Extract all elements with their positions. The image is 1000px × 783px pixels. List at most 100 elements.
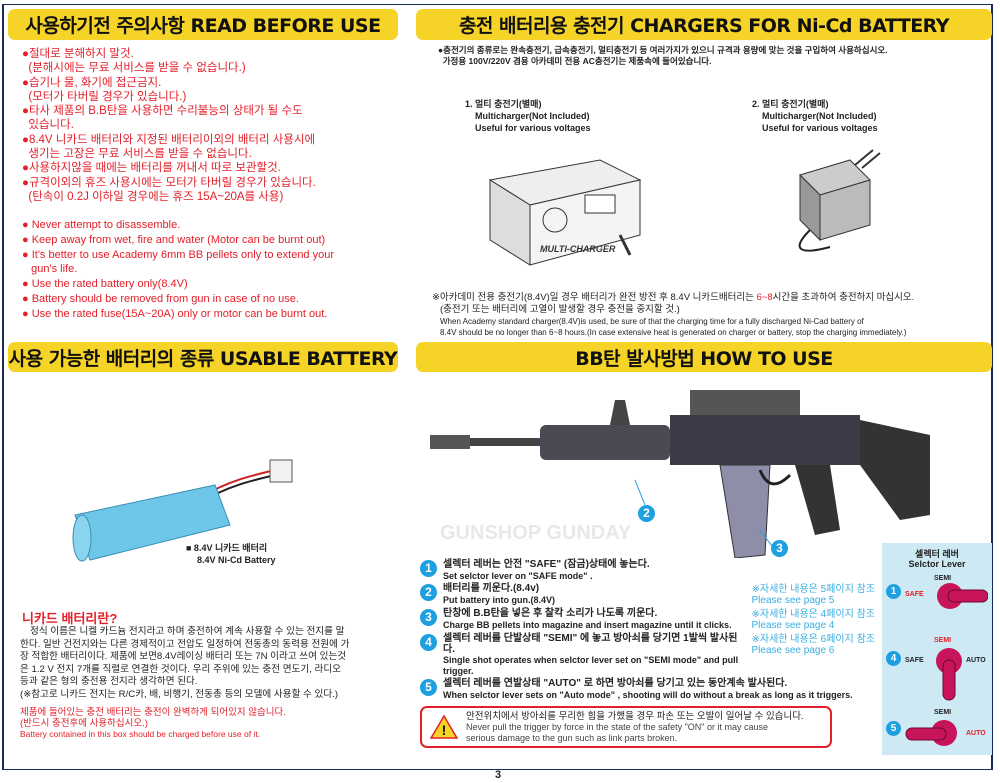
warning-line: ● It's better to use Academy 6mm BB pell… bbox=[22, 248, 335, 261]
watermark: GUNSHOP GUNDAY bbox=[440, 522, 632, 544]
ac-charger-illustration bbox=[798, 149, 881, 252]
battery-pack-illustration bbox=[72, 459, 293, 562]
warning-line: ● Never attempt to disassemble. bbox=[22, 219, 181, 231]
charger-label: Useful for various voltages bbox=[475, 123, 591, 133]
paragraph-line: (※참고로 니카드 전지는 R/C카, 배, 비행기, 전동총 등의 모델에 사… bbox=[20, 688, 339, 700]
charger-label: Multicharger(Not Included) bbox=[762, 111, 877, 121]
header-read-before-use: 사용하기전 주의사항 READ BEFORE USE bbox=[8, 9, 398, 40]
device-label: MULTI-CHARGER bbox=[540, 244, 616, 254]
warning-line: (모터가 타버릴 경우가 있습니다.) bbox=[22, 90, 187, 103]
step-text-ko: 셀렉터 레버를 연발상태 "AUTO" 로 하면 방아쇠를 당기고 있는 동안계… bbox=[443, 678, 788, 689]
intro-line: ●충전기의 종류로는 완속충전기, 급속충전기, 멀티충전기 등 여러가지가 있… bbox=[438, 45, 888, 55]
semi-label: SEMI bbox=[934, 575, 952, 582]
warning-line: ●사용하지않을 때에는 배터리를 꺼내서 따로 보관할것. bbox=[22, 162, 281, 175]
callout-2: 2 bbox=[638, 505, 655, 522]
warning-line: ● Battery should be removed from gun in … bbox=[22, 292, 299, 305]
step-text-ko: 셀렉터 레버는 안전 "SAFE" (잠금)상태에 놓는다. bbox=[443, 559, 650, 570]
step-number: 1 bbox=[420, 560, 437, 577]
step-text-ko: 배터리를 끼운다.(8.4v) bbox=[443, 583, 540, 594]
step-text-en: Set selctor lever on "SAFE mode" . bbox=[443, 570, 593, 581]
warning-line: ● Use the rated fuse(15A~20A) only or mo… bbox=[22, 307, 328, 320]
warning-line: ●습기나 물, 화기에 접근금지. bbox=[22, 76, 162, 89]
step-3: 3 탄창에 B.B탄을 넣은 후 찰칵 소리가 나도록 끼운다.Charge B… bbox=[420, 608, 875, 631]
charger-label: Useful for various voltages bbox=[762, 123, 878, 133]
warning-line: ●8.4V 니카드 배터리와 지정된 배터리이외의 배터리 사용시에 bbox=[22, 133, 316, 146]
multi-charger-illustration: MULTI-CHARGER bbox=[488, 159, 642, 266]
page-frame bbox=[2, 4, 993, 770]
charging-note: ※아카데미 전용 충전기(8.4V)일 경우 배터리가 완전 방전 후 8.4V… bbox=[432, 292, 914, 338]
header-chargers: 충전 배터리용 충전기 CHARGERS FOR Ni-Cd BATTERY bbox=[416, 9, 992, 40]
svg-text:!: ! bbox=[442, 722, 447, 738]
caption-line: ■ 8.4V 니카드 배터리 bbox=[186, 543, 268, 553]
step-4: 4 셀렉터 레버를 단발상태 "SEMI" 에 놓고 방아쇠를 당기면 1발씩 … bbox=[420, 633, 875, 676]
selector-lever-panel: 셀렉터 레버 Selctor Lever SEMI 1 SAFE SEMI 4 … bbox=[882, 543, 992, 755]
charger-label: 1. 멀티 충전기(별매) bbox=[465, 99, 542, 109]
warning-line: ●절대로 분해하지 말것. bbox=[22, 48, 134, 60]
battery-caption: ■ 8.4V 니카드 배터리 8.4V Ni-Cd Battery bbox=[186, 542, 276, 566]
semi-label-active: SEMI bbox=[934, 637, 952, 644]
note-text: ※아카데미 전용 충전기(8.4V)일 경우 배터리가 완전 방전 후 8.4V… bbox=[432, 292, 757, 303]
note-text: 시간을 초과하여 충전하지 마십시오. bbox=[772, 292, 915, 303]
charger-item-2: 2. 멀티 충전기(별매) Multicharger(Not Included)… bbox=[752, 98, 878, 134]
page-reference: Please see page 6 bbox=[751, 645, 835, 656]
note-line: Battery contained in this box should be … bbox=[20, 729, 261, 739]
caption-line: 8.4V Ni-Cd Battery bbox=[197, 555, 276, 565]
paragraph-line: 등과 같은 형의 충전용 전지라 생각하면 된다. bbox=[20, 676, 198, 687]
auto-label-active: AUTO bbox=[966, 730, 986, 737]
selector-row-number: 1 bbox=[886, 584, 901, 599]
warning-line: ●규격이외의 휴즈 사용시에는 모터가 타버릴 경우가 있습니다. bbox=[22, 176, 316, 189]
paragraph-line: 한다. 일반 건전지와는 다른 경제적이고 전압도 일정하여 전동총의 동력용 … bbox=[20, 638, 350, 650]
note-text: When Academy standard charger(8.4V)is us… bbox=[440, 317, 864, 326]
step-text-en: Single shot operates when selctor lever … bbox=[443, 655, 739, 676]
caution-text-ko: 안전위치에서 방아쇠를 무리한 힘을 가했을 경우 파손 또는 오발이 일어날 … bbox=[466, 711, 804, 722]
warnings-korean: ●절대로 분해하지 말것. (분해시에는 무료 서비스를 받을 수 없습니다.)… bbox=[22, 47, 316, 204]
nicd-section: 정식 이름은 니켈 카드늄 전지라고 하며 충전하여 계속 사용할 수 있는 전… bbox=[20, 626, 400, 740]
charge-before-use-note: 제품에 들어있는 충전 배터리는 충전이 완벽하게 되어있지 않습니다. (반드… bbox=[20, 707, 400, 740]
step-number: 4 bbox=[420, 634, 437, 651]
step-text-ko: 탄창에 B.B탄을 넣은 후 찰칵 소리가 나도록 끼운다. bbox=[443, 608, 658, 619]
page-reference: Please see page 5 bbox=[751, 595, 835, 606]
caution-text-en: Never pull the trigger by force in the s… bbox=[466, 722, 769, 732]
step-text-en: When selctor lever sets on "Auto mode" ,… bbox=[443, 689, 853, 700]
callout-3: 3 bbox=[771, 540, 788, 557]
step-text-en: Charge BB pellets into magazine and inse… bbox=[443, 619, 732, 630]
warning-line: ● Use the rated battery only(8.4V) bbox=[22, 278, 188, 291]
page-reference: ※자세한 내용은 5페이지 참조 bbox=[751, 584, 875, 595]
note-text: 8.4V should be no longer than 6~8 hours.… bbox=[440, 328, 907, 337]
paragraph-line: 은 1.2 V 전지 7개를 직렬로 연결한 것이다. 우리 주위에 있는 충전… bbox=[20, 663, 342, 675]
paragraph-line: 정식 이름은 니켈 카드늄 전지라고 하며 충전하여 계속 사용할 수 있는 전… bbox=[30, 626, 345, 637]
selector-row-number: 5 bbox=[886, 721, 901, 736]
selector-row-number: 4 bbox=[886, 651, 901, 666]
charger-label: 2. 멀티 충전기(별매) bbox=[752, 99, 829, 109]
warning-line: ●타사 제품의 B.B탄을 사용하면 수리불능의 상태가 될 수도 bbox=[22, 105, 303, 118]
warning-line: 생기는 고장은 무료 서비스를 받을 수 없습니다. bbox=[22, 148, 252, 161]
how-to-use-steps: 1 셀렉터 레버는 안전 "SAFE" (잠금)상태에 놓는다.Set selc… bbox=[420, 559, 875, 748]
step-2: 2 배터리를 끼운다.(8.4v)Put battery into gun.(8… bbox=[420, 583, 875, 606]
lever-safe-icon bbox=[937, 583, 988, 609]
charger-item-1: 1. 멀티 충전기(별매) Multicharger(Not Included)… bbox=[465, 98, 591, 134]
step-text-ko: 셀렉터 레버를 단발상태 "SEMI" 에 놓고 방아쇠를 당기면 1발씩 발사… bbox=[443, 633, 738, 655]
page-reference: ※자세한 내용은 6페이지 참조 bbox=[751, 634, 875, 645]
page-reference: ※자세한 내용은 4페이지 참조 bbox=[751, 609, 875, 620]
caution-box: ! 안전위치에서 방아쇠를 무리한 힘을 가했을 경우 파손 또는 오발이 일어… bbox=[420, 706, 832, 748]
page-reference: Please see page 4 bbox=[751, 620, 835, 631]
charge-hours-highlight: 6~8 bbox=[756, 292, 773, 303]
step-1: 1 셀렉터 레버는 안전 "SAFE" (잠금)상태에 놓는다.Set selc… bbox=[420, 559, 875, 581]
lever-semi-icon bbox=[936, 648, 962, 701]
warning-triangle-icon: ! bbox=[430, 714, 458, 739]
paragraph-line: 장 적합한 배터리이다. 제품에 보면8.4V레이싱 배터리 또는 7N 이라고… bbox=[20, 651, 347, 662]
rifle-illustration bbox=[430, 390, 930, 558]
warning-line: ● Keep away from wet, fire and water (Mo… bbox=[22, 233, 326, 246]
intro-line: 가정용 100V/220V 겸용 아카데미 전용 AC충전기는 제품속에 들어있… bbox=[438, 56, 712, 66]
warning-line: (분해시에는 무료 서비스를 받을 수 없습니다.) bbox=[22, 62, 246, 75]
step-number: 2 bbox=[420, 584, 437, 601]
charger-label: Multicharger(Not Included) bbox=[475, 111, 590, 121]
semi-label: SEMI bbox=[934, 709, 952, 716]
header-how-to-use: BB탄 발사방법 HOW TO USE bbox=[416, 342, 992, 372]
step-5: 5 셀렉터 레버를 연발상태 "AUTO" 로 하면 방아쇠를 당기고 있는 동… bbox=[420, 678, 875, 700]
page-number: 3 bbox=[495, 769, 502, 781]
nicd-title: 니카드 배터리란? bbox=[22, 611, 118, 626]
note-text: (충전기 또는 배터리에 고열이 발생할 경우 충전을 중지할 것.) bbox=[440, 304, 680, 315]
safe-label: SAFE bbox=[905, 657, 924, 664]
nicd-description: 정식 이름은 니켈 카드늄 전지라고 하며 충전하여 계속 사용할 수 있는 전… bbox=[20, 626, 400, 701]
